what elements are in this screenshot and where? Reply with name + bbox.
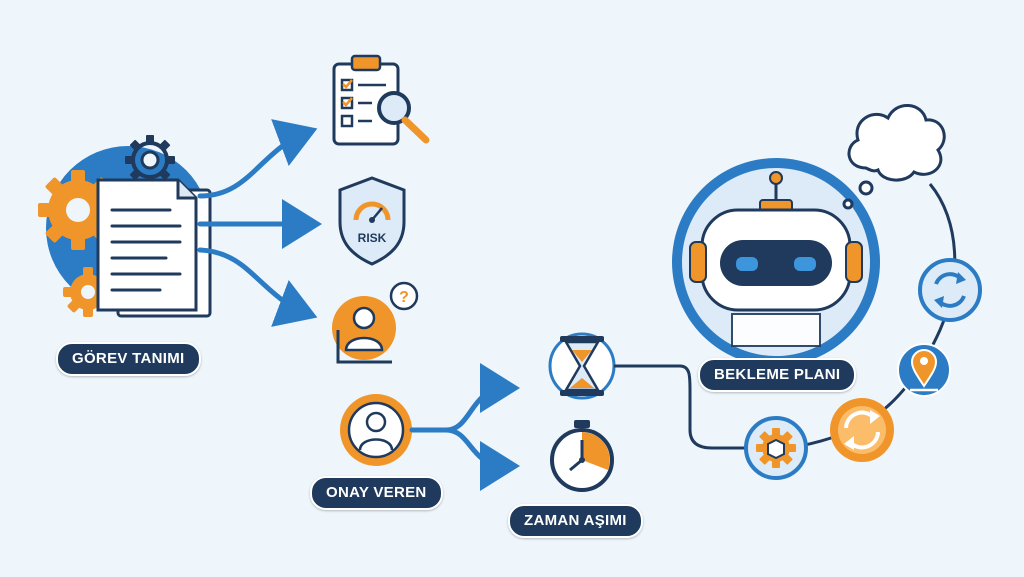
arrow-to-hourglass <box>409 363 520 433</box>
stopwatch-icon <box>550 420 614 492</box>
task-definition-cluster <box>38 135 212 318</box>
gear-icon <box>125 135 175 185</box>
cycle-icon <box>830 398 894 462</box>
question-mark: ? <box>399 289 409 306</box>
person-question-icon: ? <box>332 281 419 364</box>
location-pin-icon <box>897 343 951 397</box>
risk-shield-icon: RISK <box>338 176 406 266</box>
timeout-label: ZAMAN AŞIMI <box>508 504 643 538</box>
arrow-to-checklist <box>197 119 318 199</box>
arrow-to-stopwatch <box>443 427 520 491</box>
timeout-connector-line <box>614 364 746 450</box>
approver-label: ONAY VEREN <box>310 476 443 510</box>
risk-label: RISK <box>358 231 387 245</box>
approver-fork-arrows <box>409 363 520 491</box>
thought-cloud-icon <box>842 104 946 210</box>
task-arrows <box>197 119 322 327</box>
approver-avatar <box>340 394 412 466</box>
arrow-to-person <box>197 247 318 327</box>
task-definition-label: GÖREV TANIMI <box>56 342 201 376</box>
robot-icon <box>672 158 880 366</box>
hourglass-icon <box>548 332 616 400</box>
document-icon <box>96 178 212 318</box>
gear-cube-icon <box>744 416 808 480</box>
magnifier-icon <box>377 91 430 144</box>
refresh-icon <box>918 258 982 322</box>
wait-plan-label: BEKLEME PLANI <box>698 358 857 392</box>
